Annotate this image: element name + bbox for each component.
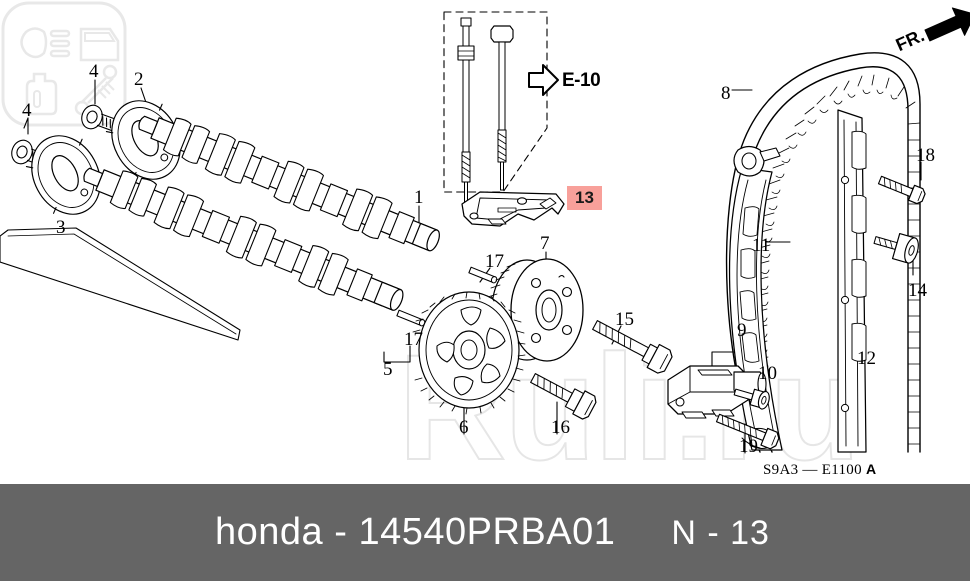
callout-1[interactable]: 1 bbox=[414, 187, 424, 208]
diagram-code: S9A3 — E1100 A bbox=[763, 461, 876, 479]
callout-3[interactable]: 3 bbox=[56, 217, 66, 238]
technical-line-art bbox=[0, 7, 970, 454]
diagram-code-suffix: A bbox=[865, 461, 877, 477]
callout-4-a[interactable]: 4 bbox=[22, 100, 32, 121]
callout-8[interactable]: 8 bbox=[721, 83, 731, 104]
callout-17-a[interactable]: 17 bbox=[485, 251, 504, 272]
callout-4-b[interactable]: 4 bbox=[89, 61, 99, 82]
footer-bar: honda - 14540PRBA01 N - 13 bbox=[0, 484, 970, 581]
callout-15[interactable]: 15 bbox=[615, 309, 634, 330]
callout-18[interactable]: 18 bbox=[916, 145, 935, 166]
diagram-code-text: S9A3 — E1100 bbox=[763, 462, 862, 478]
callout-14[interactable]: 14 bbox=[908, 280, 927, 301]
part-number-title: honda - 14540PRBA01 bbox=[215, 511, 616, 553]
page-reference: N - 13 bbox=[671, 514, 770, 552]
callout-5[interactable]: 5 bbox=[383, 359, 393, 380]
callout-13-highlighted[interactable]: 13 bbox=[567, 186, 602, 210]
diagram-canvas[interactable]: Ruli.ru bbox=[0, 0, 970, 484]
footer-content: honda - 14540PRBA01 N - 13 bbox=[0, 511, 770, 554]
cross-reference-label[interactable]: E-10 bbox=[562, 70, 601, 91]
callout-11[interactable]: 11 bbox=[752, 235, 771, 256]
callout-17-b[interactable]: 17 bbox=[404, 329, 423, 350]
callout-2[interactable]: 2 bbox=[134, 69, 144, 90]
callout-9[interactable]: 9 bbox=[737, 320, 747, 341]
callout-19[interactable]: 19 bbox=[739, 436, 758, 457]
callout-16[interactable]: 16 bbox=[551, 417, 570, 438]
callout-12[interactable]: 12 bbox=[857, 348, 876, 369]
callout-6[interactable]: 6 bbox=[459, 417, 469, 438]
callout-7[interactable]: 7 bbox=[540, 233, 550, 254]
callout-10[interactable]: 10 bbox=[758, 363, 777, 384]
